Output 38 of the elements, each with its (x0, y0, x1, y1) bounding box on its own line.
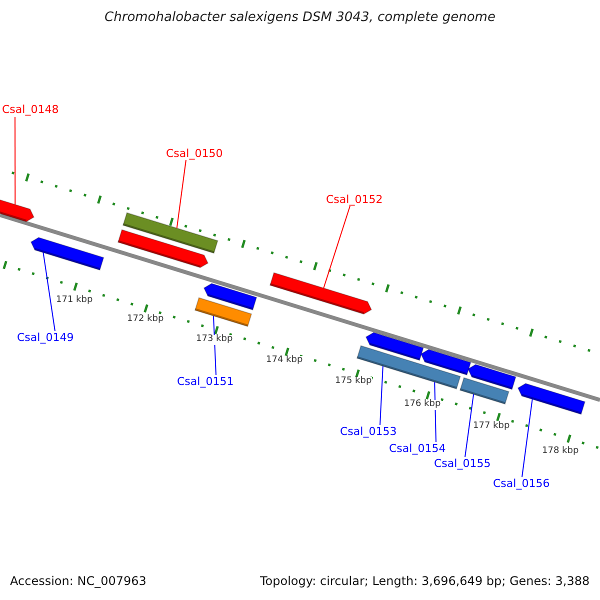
gene-label: Csal_0154 (389, 443, 446, 456)
gene-feature (30, 237, 104, 271)
leader-line (42, 252, 56, 332)
leader-line (14, 116, 16, 206)
gene-label: Csal_0153 (340, 426, 397, 438)
scale-label: 177 kbp (473, 422, 510, 432)
gene-feature (365, 332, 424, 361)
accession-note: Accession: NC_007963 (10, 575, 146, 588)
scale-label: 174 kbp (266, 356, 303, 366)
leader-line (323, 206, 350, 289)
gene-label: Csal_0149 (17, 332, 74, 344)
genome-stats: Topology: circular; Length: 3,696,649 bp; Genes: 3,388 (260, 575, 590, 588)
leader-line (380, 366, 384, 426)
gene-bar (356, 345, 461, 390)
leader-line (522, 398, 533, 478)
gene-label: Csal_0155 (434, 458, 491, 470)
gene-feature (517, 383, 586, 415)
scale-label: 175 kbp (335, 377, 372, 387)
leader-line (176, 160, 186, 229)
scale-label: 173 kbp (196, 335, 233, 345)
scale-label: 172 kbp (127, 315, 164, 325)
scale-label: 171 kbp (56, 296, 93, 306)
gene-feature (269, 272, 372, 315)
gene-feature (467, 364, 516, 390)
gene-label: Csal_0148 (2, 104, 59, 116)
gene-label: Csal_0156 (493, 478, 550, 490)
scale-label: 176 kbp (404, 400, 441, 410)
gene-feature (117, 229, 209, 268)
gene-bar (459, 377, 510, 405)
gene-bar (194, 297, 252, 328)
gene-label: Csal_0152 (326, 194, 383, 206)
scale-label: 178 kbp (542, 447, 579, 457)
gene-label: Csal_0151 (177, 376, 234, 388)
gene-label: Csal_0150 (166, 148, 223, 160)
gene-feature (203, 283, 258, 310)
gene-bar (122, 212, 218, 254)
gene-feature (420, 349, 472, 376)
title: Chromohalobacter salexigens DSM 3043, complete genome (104, 11, 496, 26)
